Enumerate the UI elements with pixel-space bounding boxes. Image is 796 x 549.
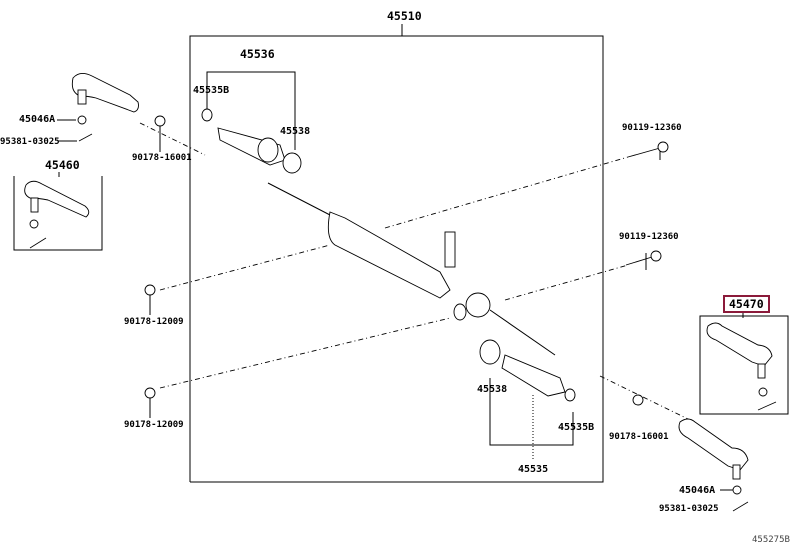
label-90178-12009-upper[interactable]: 90178-12009 <box>124 317 184 327</box>
tie-rod-end-lh-inset-drawing <box>24 180 90 249</box>
label-90119-12360-lower[interactable]: 90119-12360 <box>619 232 679 242</box>
label-45535[interactable]: 45535 <box>518 464 549 475</box>
steering-rack-drawing <box>267 182 556 356</box>
label-90178-12009-lower[interactable]: 90178-12009 <box>124 420 184 430</box>
label-45535b-lower[interactable]: 45535B <box>558 422 595 433</box>
label-45536[interactable]: 45536 <box>240 47 275 61</box>
boot-lower-drawing <box>479 339 576 402</box>
leader-lines <box>57 119 744 491</box>
label-45470-selected[interactable]: 45470 <box>723 295 770 313</box>
tie-rod-end-rh-drawing <box>632 394 749 512</box>
label-95381-03025-lh[interactable]: 95381-03025 <box>0 137 60 147</box>
label-45460[interactable]: 45460 <box>45 158 80 172</box>
label-45046a-rh[interactable]: 45046A <box>679 485 716 496</box>
label-90178-16001-lh[interactable]: 90178-16001 <box>132 153 192 163</box>
tie-rod-end-rh-inset-drawing <box>706 322 777 411</box>
alignment-lines <box>139 122 691 421</box>
bolts-drawing <box>144 141 669 399</box>
boot-kit-lower-bracket <box>489 378 574 460</box>
boot-kit-upper-bracket <box>206 71 296 150</box>
label-95381-03025-rh[interactable]: 95381-03025 <box>659 504 719 514</box>
label-45510[interactable]: 45510 <box>387 9 422 23</box>
tie-rod-end-lh-drawing <box>71 73 166 142</box>
label-45535b-upper[interactable]: 45535B <box>193 85 230 96</box>
tie-rod-end-lh-box <box>13 176 103 251</box>
label-45046a-lh[interactable]: 45046A <box>19 114 56 125</box>
tie-rod-end-rh-box <box>699 315 789 415</box>
label-45538-lower[interactable]: 45538 <box>477 384 508 395</box>
label-90178-16001-rh[interactable]: 90178-16001 <box>609 432 669 442</box>
label-45538-upper[interactable]: 45538 <box>280 126 311 137</box>
label-90119-12360-upper[interactable]: 90119-12360 <box>622 123 682 133</box>
boot-upper-drawing <box>201 108 302 174</box>
figure-code: 455275B <box>752 535 790 545</box>
rack-assembly-frame <box>189 24 604 483</box>
